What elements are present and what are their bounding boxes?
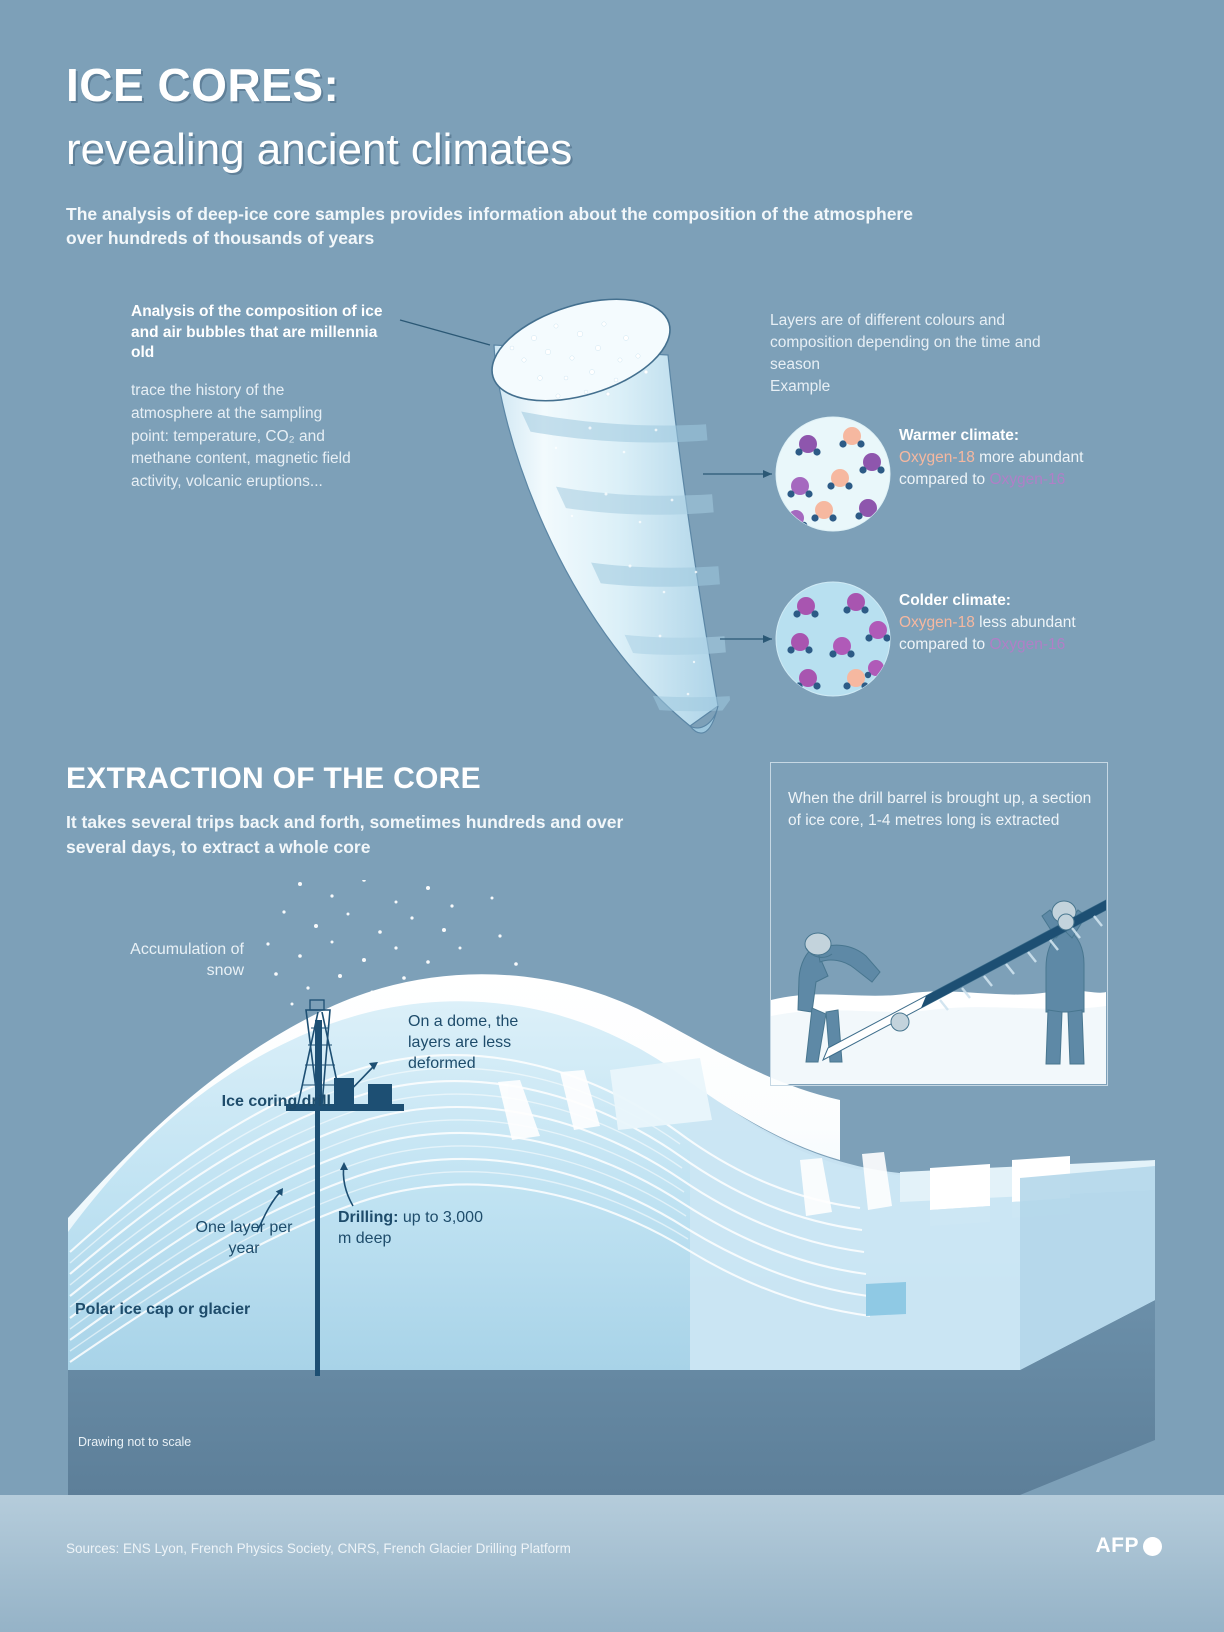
glacier-cross-section bbox=[68, 880, 1155, 1495]
section-deck-extraction: It takes several trips back and forth, s… bbox=[66, 812, 624, 857]
afp-wordmark: AFP bbox=[1095, 1534, 1139, 1557]
colder-climate-diagram bbox=[720, 581, 891, 697]
colder-oxygen16: Oxygen-16 bbox=[989, 636, 1066, 653]
sources-line: Sources: ENS Lyon, French Physics Societ… bbox=[66, 1541, 571, 1556]
warmer-climate-diagram bbox=[703, 416, 891, 532]
label-drilling-bold: Drilling: bbox=[338, 1209, 399, 1226]
crevasses bbox=[498, 1070, 892, 1216]
label-accumulation-of-snow: Accumulation of snow bbox=[130, 941, 244, 979]
analysis-body: trace the history of the atmosphere at t… bbox=[131, 382, 351, 491]
warmer-climate-label: Warmer climate: Oxygen-18 more abundant … bbox=[899, 425, 1099, 491]
afp-logo: AFP bbox=[1095, 1534, 1162, 1558]
page-deck: The analysis of deep-ice core samples pr… bbox=[66, 204, 913, 249]
page-subtitle: revealing ancient climates bbox=[66, 125, 573, 174]
layers-note: Layers are of different colours and comp… bbox=[770, 310, 1090, 398]
drill-panel-frame bbox=[770, 762, 1108, 1086]
label-drilling-rest: up to 3,000 m deep bbox=[338, 1209, 483, 1247]
ice-coring-rig bbox=[286, 999, 404, 1376]
ice-core-cylinder bbox=[489, 298, 730, 734]
warmer-oxygen16: Oxygen-16 bbox=[989, 471, 1066, 488]
footer-band bbox=[0, 1495, 1224, 1632]
colder-climate-label: Colder climate: Oxygen-18 less abundant … bbox=[899, 590, 1099, 656]
leader-line-analysis bbox=[399, 319, 491, 346]
afp-dot-icon bbox=[1143, 1536, 1162, 1556]
analysis-heading: Analysis of the composition of ice and a… bbox=[131, 303, 383, 362]
warmer-mid-text: more abundant compared to bbox=[899, 449, 1084, 488]
colder-mid-text: less abundant compared to bbox=[899, 614, 1076, 653]
drill-panel-text: When the drill barrel is brought up, a s… bbox=[788, 790, 1092, 829]
label-dome-layers: On a dome, the layers are less deformed bbox=[408, 1013, 519, 1072]
label-ice-coring-drill: Ice coring drill bbox=[221, 1093, 331, 1110]
section-title-extraction: EXTRACTION OF THE CORE bbox=[66, 762, 481, 795]
warmer-climate-heading: Warmer climate: bbox=[899, 427, 1020, 444]
page-title: ICE CORES: bbox=[66, 59, 340, 111]
layers-example-label: Example bbox=[770, 378, 831, 395]
colder-oxygen18: Oxygen-18 bbox=[899, 614, 975, 631]
colder-climate-heading: Colder climate: bbox=[899, 592, 1011, 609]
label-drilling-depth: Drilling: up to 3,000 m deep bbox=[338, 1208, 488, 1250]
layers-note-text: Layers are of different colours and comp… bbox=[770, 312, 1041, 373]
annual-layers bbox=[69, 1054, 871, 1363]
warmer-oxygen18: Oxygen-18 bbox=[899, 449, 975, 466]
drill-barrel-scene bbox=[771, 899, 1106, 1084]
label-one-layer-per-year: One layer per year bbox=[195, 1219, 293, 1257]
label-polar-ice-cap: Polar ice cap or glacier bbox=[75, 1301, 251, 1318]
label-not-to-scale: Drawing not to scale bbox=[78, 1435, 192, 1449]
